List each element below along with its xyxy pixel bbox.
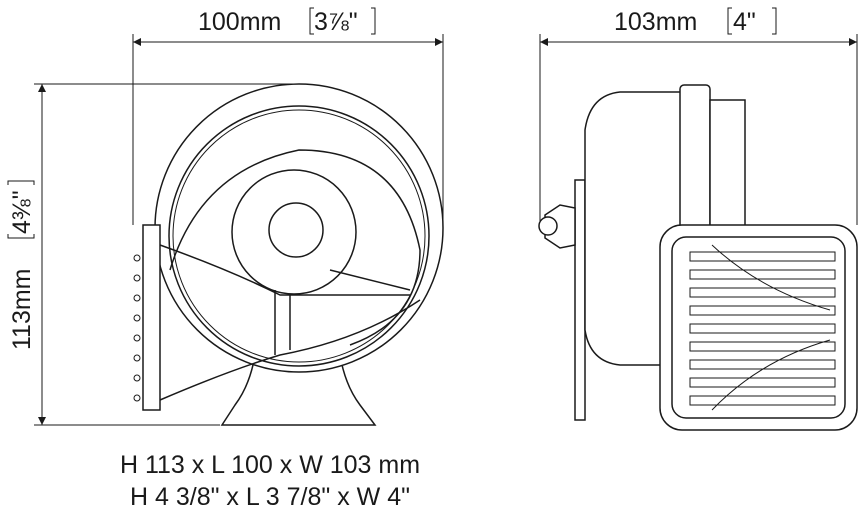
width-dimension: 100mm 3⅞" <box>132 7 444 225</box>
width-inch-label: 3⅞" <box>314 8 358 36</box>
horn-side-view <box>538 84 858 431</box>
height-label: 113mm <box>8 268 36 350</box>
height-dimension: 113mm 4⅜" <box>7 83 300 426</box>
caption-metric: H 113 x L 100 x W 103 mm <box>119 451 421 479</box>
height-inch-label: 4⅜" <box>8 190 36 234</box>
depth-dimension: 103mm 4" <box>539 7 858 225</box>
width-label: 100mm <box>198 8 281 36</box>
grille-slats <box>689 251 836 406</box>
depth-inch-label: 4" <box>733 8 756 36</box>
caption-imperial: H 4 3/8" x L 3 7/8" x W 4" <box>130 483 410 511</box>
horn-front-view <box>133 83 444 426</box>
depth-label: 103mm <box>614 8 697 36</box>
